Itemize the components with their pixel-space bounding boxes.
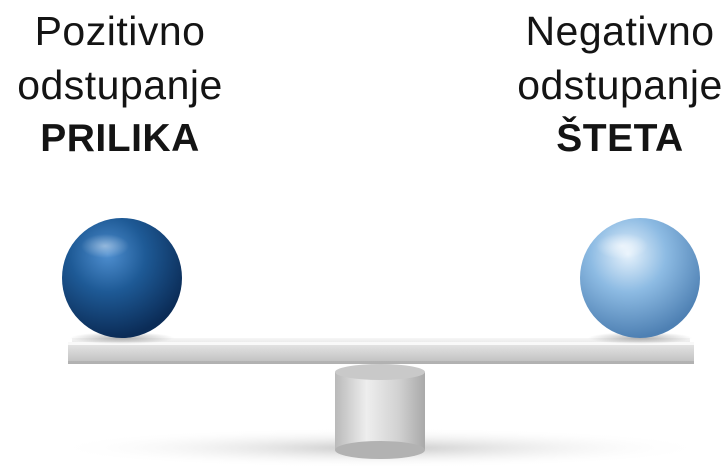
left-label: Pozitivno odstupanje PRILIKA: [0, 4, 250, 166]
left-ball: [62, 218, 182, 344]
left-label-line2: odstupanje: [17, 62, 223, 108]
fulcrum: [335, 364, 425, 459]
right-label-line2: odstupanje: [517, 62, 723, 108]
plank: [68, 338, 694, 364]
right-ball: [580, 218, 700, 344]
right-label: Negativno odstupanje ŠTETA: [490, 4, 726, 166]
right-label-emphasis: ŠTETA: [556, 117, 684, 160]
left-label-emphasis: PRILIKA: [40, 117, 200, 160]
right-label-line1: Negativno: [525, 8, 715, 54]
left-label-line1: Pozitivno: [34, 8, 206, 54]
